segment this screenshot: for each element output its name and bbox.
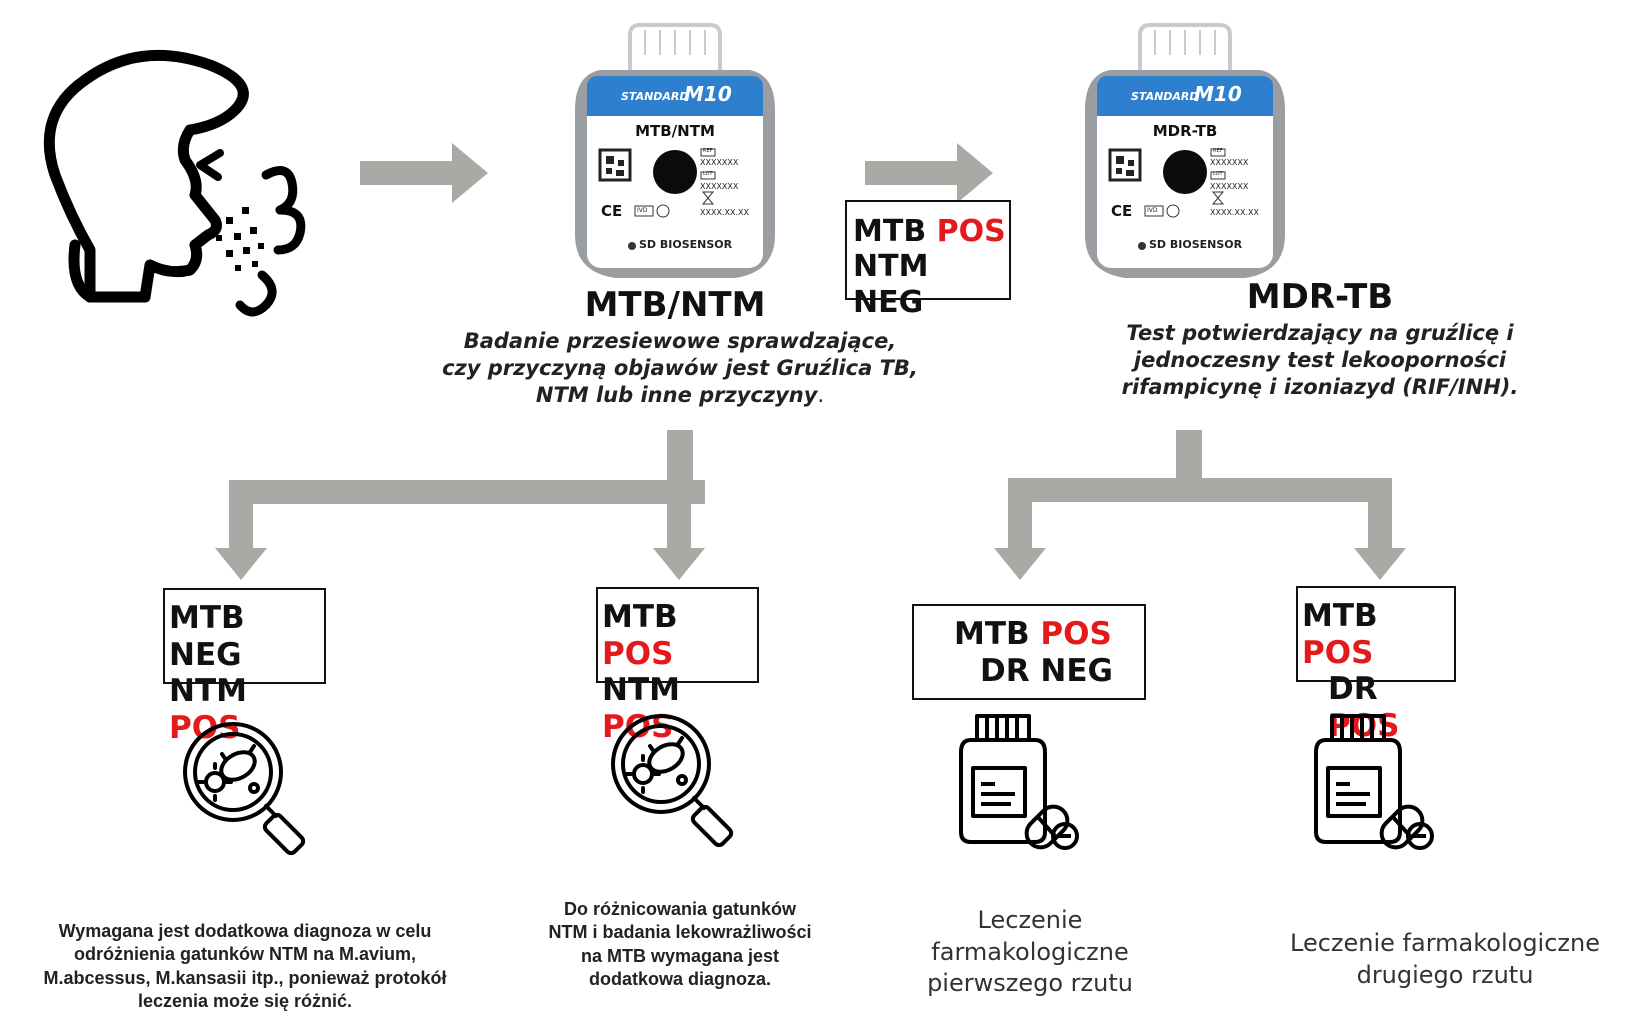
confirm-branch-connector xyxy=(994,430,1406,580)
cartridge-ce-mark: CE xyxy=(601,202,623,220)
outcome-note-ntm-species: Wymagana jest dodatkowa diagnoza w celu … xyxy=(43,921,447,1012)
cartridge-lot-code: XXXXXXX xyxy=(1210,182,1249,191)
transition-ntm-label: NTM NEG xyxy=(853,249,929,320)
cartridge-test-label: MDR-TB xyxy=(1152,122,1218,140)
cartridge-ref-tag: REF xyxy=(703,148,713,154)
cartridge-ref-tag: REF xyxy=(1213,148,1223,154)
cartridge-lot-tag: LOT xyxy=(703,171,713,177)
cartridge-ivd-tag: IVD xyxy=(1147,207,1158,214)
magnifier-bacteria-icon xyxy=(183,722,306,856)
outcome-box-mtb-pos-dr-pos: MTB POS DR POS xyxy=(1296,586,1456,744)
cartridge-test-label: MTB/NTM xyxy=(635,122,715,140)
transition-mtb-label: MTB xyxy=(853,214,937,249)
cartridge-ref-code: XXXXXXX xyxy=(1210,158,1249,167)
cartridge-model: M10 xyxy=(1194,82,1242,106)
coughing-person-icon xyxy=(43,49,306,317)
screening-title: MTB/NTM xyxy=(584,285,766,325)
cartridge-expiry: XXXX.XX.XX xyxy=(700,208,749,217)
cartridge-maker: SD BIOSENSOR xyxy=(639,238,733,251)
cartridge-expiry: XXXX.XX.XX xyxy=(1210,208,1259,217)
screening-cartridge: STANDARD M10 MTB/NTM REF XXXXXXX LOT XXX… xyxy=(575,10,775,282)
outcome-box-mtb-pos-dr-neg: MTB POS DR NEG xyxy=(912,604,1146,700)
confirm-title: MDR-TB xyxy=(1246,277,1394,317)
outcome-box-mtb-neg-ntm-pos: MTB NEG NTM POS xyxy=(163,588,326,746)
magnifier-bacteria-icon xyxy=(611,714,734,848)
cartridge-brand: STANDARD xyxy=(621,90,689,103)
outcome-note-species-and-susceptibility: Do różnicowania gatunków NTM i badania l… xyxy=(548,899,812,990)
confirm-cartridge: STANDARD M10 MDR-TB REF XXXXXXX LOT XXXX… xyxy=(1085,10,1285,282)
medicine-bottle-pills-icon xyxy=(1314,714,1434,850)
cartridge-ivd-tag: IVD xyxy=(637,207,648,214)
cartridge-model: M10 xyxy=(684,82,732,106)
cartridge-ce-mark: CE xyxy=(1111,202,1133,220)
cartridge-brand: STANDARD xyxy=(1131,90,1199,103)
cartridge-lot-tag: LOT xyxy=(1213,171,1223,177)
screening-description: Badanie przesiewowe sprawdzające, czy pr… xyxy=(442,329,918,407)
screening-branch-connector xyxy=(215,430,705,580)
transition-result-box: MTB POS NTM NEG xyxy=(845,200,1011,320)
outcome-box-mtb-pos-ntm-pos: MTB POS NTM POS xyxy=(596,587,759,745)
outcome-note-second-line-treatment: Leczenie farmakologiczne drugiego rzutu xyxy=(1290,929,1600,989)
transition-pos-label: POS xyxy=(936,214,1006,249)
arrow-to-screening-icon xyxy=(360,143,488,203)
confirm-description: Test potwierdzający na gruźlicę i jednoc… xyxy=(1121,321,1519,399)
medicine-bottle-pills-icon xyxy=(959,714,1079,850)
cartridge-lot-code: XXXXXXX xyxy=(700,182,739,191)
arrow-to-confirm-icon xyxy=(865,143,993,203)
cartridge-ref-code: XXXXXXX xyxy=(700,158,739,167)
cartridge-maker: SD BIOSENSOR xyxy=(1149,238,1243,251)
outcome-note-first-line-treatment: Leczenie farmakologiczne pierwszego rzut… xyxy=(927,906,1133,998)
